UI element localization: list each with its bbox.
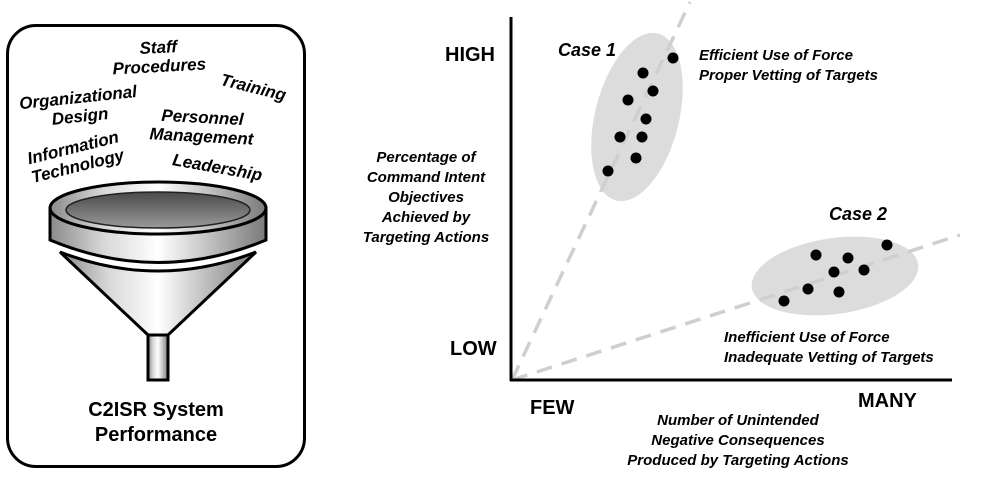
case1-point (614, 131, 626, 143)
case1-annotation-line: Efficient Use of Force (699, 47, 853, 64)
case2-label: Case 2 (829, 204, 888, 224)
case1-point (636, 131, 648, 143)
caption-line: C2ISR System (88, 399, 224, 421)
funnel-icon (48, 180, 268, 382)
case2-point (810, 249, 822, 261)
x-axis-title-line: Negative Consequences (651, 432, 825, 449)
case2-point (858, 264, 870, 276)
case2-point (833, 286, 845, 298)
case2-annotation-line: Inefficient Use of Force (724, 329, 890, 346)
case1-point (630, 152, 642, 164)
case2-annotation-line: Inadequate Vetting of Targets (724, 349, 934, 366)
case1-label: Case 1 (558, 40, 617, 60)
case2-point (802, 283, 814, 295)
y-axis-title-line: Command Intent (366, 169, 486, 186)
case2-trend-line (511, 233, 961, 382)
case1-point (602, 165, 614, 177)
case1-point (640, 113, 652, 125)
case2-point (842, 252, 854, 264)
case1-annotation-line: Proper Vetting of Targets (699, 67, 878, 84)
x-many-label: MANY (858, 390, 917, 412)
x-few-label: FEW (530, 397, 575, 419)
case1-trend-line (510, 1, 692, 381)
case2-point (778, 295, 790, 307)
case2-point (828, 266, 840, 278)
y-axis-title-line: Targeting Actions (362, 229, 490, 246)
y-axis-title-line: Percentage of (376, 149, 476, 166)
y-low-label: LOW (450, 338, 497, 360)
case1-point (647, 85, 659, 97)
case1-point (637, 67, 649, 79)
case1-point (667, 52, 679, 64)
y-axis-title-line: Achieved by (381, 209, 471, 226)
case1-point (622, 94, 634, 106)
x-axis-title-line: Number of Unintended (657, 412, 819, 429)
y-axis-title-line: Objectives (388, 189, 464, 206)
case2-point (881, 239, 893, 251)
y-high-label: HIGH (445, 44, 495, 66)
x-axis-title-line: Produced by Targeting Actions (627, 452, 849, 469)
caption-line: Performance (94, 424, 218, 446)
